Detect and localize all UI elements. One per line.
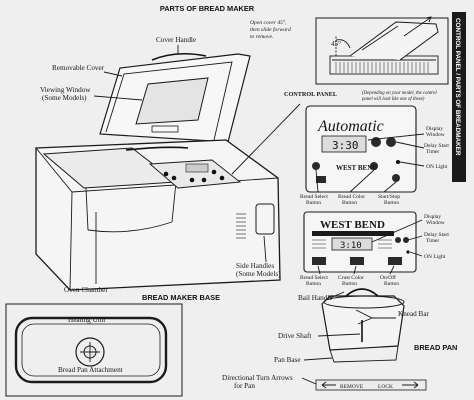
- panel-b-on-light: [406, 250, 410, 254]
- panel-b-bread-select-label: Bread Select: [300, 275, 328, 281]
- cover-note: Open cover 45°, then slide forward to re…: [250, 19, 291, 40]
- turn-arrows-label: Directional Turn Arrows: [222, 374, 293, 382]
- panel-a-start-stop-label-2: Button: [384, 200, 399, 206]
- panel-b-delay-start-button[interactable]: [395, 237, 401, 243]
- pan-attachment-inset: Heating Unit Bread Pan Attachment: [5, 303, 183, 397]
- cover-note-line-3: to remove.: [250, 34, 273, 40]
- panel-a-display-window-label: Display: [426, 126, 443, 132]
- panel-a-button-2[interactable]: [386, 137, 396, 147]
- panel-b-crust-color-label-2: Button: [342, 281, 357, 287]
- panel-b-bread-select-label-2: Button: [306, 281, 321, 287]
- panel-b-display-window-label-2: Window: [426, 220, 445, 226]
- panel-a-logo: WEST BEND: [336, 164, 377, 172]
- heating-unit-ring: [14, 316, 168, 384]
- bail-handle[interactable]: [345, 288, 379, 297]
- side-handles-label: Side Handles: [236, 262, 274, 270]
- body-control-panel: [148, 159, 242, 189]
- panel-note-line-2: panel will look like one of these): [361, 97, 425, 102]
- panel-b-delay-start-label: Delay Start: [424, 232, 449, 238]
- drive-shaft-label: Drive Shaft: [278, 332, 311, 340]
- bread-maker-illustration: [35, 52, 281, 291]
- panel-b-callouts: Display Window Delay Start Timer ON Ligh…: [300, 214, 449, 287]
- diagram-title: PARTS OF BREAD MAKER: [160, 4, 255, 13]
- panel-a-on-light: [396, 160, 400, 164]
- panel-a-brand: Automatic: [317, 118, 384, 135]
- heating-unit-label: Heating Unit: [68, 316, 105, 324]
- pan-attachment-socket: [75, 337, 105, 367]
- side-banner: CONTROL PANEL / PARTS OF BREADMAKER: [452, 12, 466, 182]
- viewing-window: [135, 77, 209, 125]
- cover-removal-inset: 45°: [315, 16, 449, 85]
- panel-b-crust-color-button[interactable]: [350, 257, 364, 265]
- pan-base-label: Pan Base: [274, 356, 301, 364]
- cover-handle-label: Cover Handle: [156, 36, 196, 44]
- panel-a-bread-select-button[interactable]: [312, 162, 320, 170]
- panel-b-bread-select-button[interactable]: [312, 257, 326, 265]
- panel-b-on-light-label: ON Light: [424, 254, 446, 260]
- side-banner-text: CONTROL PANEL / PARTS OF BREADMAKER: [454, 18, 461, 156]
- panel-b-on-off-label-2: Button: [384, 281, 399, 287]
- control-panel-a: Automatic 3:30 WEST BEND: [305, 105, 417, 193]
- panel-b-crust-color-label: Crust Color: [338, 275, 364, 281]
- knead-bar-label: Knead Bar: [398, 310, 430, 318]
- side-handles-label-2: (Some Models): [236, 270, 281, 278]
- oven-chamber-label: Oven Chamber: [64, 286, 108, 294]
- panel-a-callouts: Display Window Delay Start Timer ON Ligh…: [300, 126, 449, 206]
- panel-a-bread-color-label: Bread Color: [338, 194, 365, 200]
- panel-a-display-value: 3:30: [332, 139, 359, 152]
- panel-b-display-window: [331, 237, 373, 251]
- panel-a-start-stop-button[interactable]: [392, 174, 400, 182]
- remove-arrow-label: REMOVE: [340, 384, 364, 390]
- panel-a-display-window-label-2: Window: [426, 132, 445, 138]
- pan-base: [329, 345, 399, 363]
- panel-a-bread-select-label: Bread Select: [300, 194, 328, 200]
- panel-a-delay-start-label-2: Timer: [426, 149, 439, 155]
- turn-arrows-label-2: for Pan: [234, 382, 255, 390]
- cover-note-line-2: then slide forward: [250, 26, 291, 33]
- panel-a-bread-color-button[interactable]: [370, 162, 378, 170]
- panel-a-display-window: [321, 135, 367, 153]
- viewing-window-label-2: (Some Models): [42, 94, 87, 102]
- panel-b-delay-start-label-2: Timer: [426, 238, 439, 244]
- side-handle[interactable]: [255, 203, 275, 235]
- bread-pan-label: BREAD PAN: [414, 343, 457, 352]
- lock-arrow-label: LOCK: [378, 384, 393, 390]
- cover-note-line-1: Open cover 45°,: [250, 19, 287, 26]
- control-panel-label: CONTROL PANEL: [284, 91, 337, 98]
- panel-note-line-1: (Depending on your model, the control: [362, 91, 437, 96]
- panel-b-delay-start-button-2[interactable]: [403, 237, 409, 243]
- pan-attachment-label: Bread Pan Attachment: [58, 366, 123, 374]
- panel-a-bread-select-label-2: Button: [306, 200, 321, 206]
- turn-arrows-plate: [315, 379, 427, 391]
- panel-a-delay-start-label: Delay Start: [424, 143, 449, 149]
- panel-b-display-value: 3:10: [340, 241, 362, 251]
- panel-b-display-window-label: Display: [424, 214, 441, 220]
- main-callouts: Cover Handle Removable Cover Viewing Win…: [40, 36, 301, 302]
- panel-b-on-off-button[interactable]: [388, 257, 402, 265]
- panel-a-on-light-label: ON Light: [426, 164, 448, 170]
- panel-a-start-stop-label: Start/Stop: [378, 194, 400, 200]
- bail-handle-label: Bail Handle: [298, 294, 333, 302]
- cover-handle[interactable]: [151, 52, 207, 61]
- angle-label: 45°: [331, 40, 341, 48]
- control-panel-b: WEST BEND 3:10: [303, 211, 417, 273]
- panel-b-brand: WEST BEND: [320, 219, 385, 231]
- control-panel-leader: [231, 103, 301, 175]
- panel-a-start-button[interactable]: [316, 176, 326, 183]
- base-label: BREAD MAKER BASE: [142, 293, 220, 302]
- panel-a-bread-color-label-2: Button: [342, 200, 357, 206]
- cover-vent: [151, 125, 179, 133]
- bread-pan-illustration: Bail Handle Knead Bar Drive Shaft Pan Ba…: [222, 288, 457, 391]
- panel-b-on-off-label: On/Off: [380, 274, 396, 281]
- removable-cover-label: Removable Cover: [52, 64, 105, 72]
- viewing-window-label: Viewing Window: [40, 86, 91, 94]
